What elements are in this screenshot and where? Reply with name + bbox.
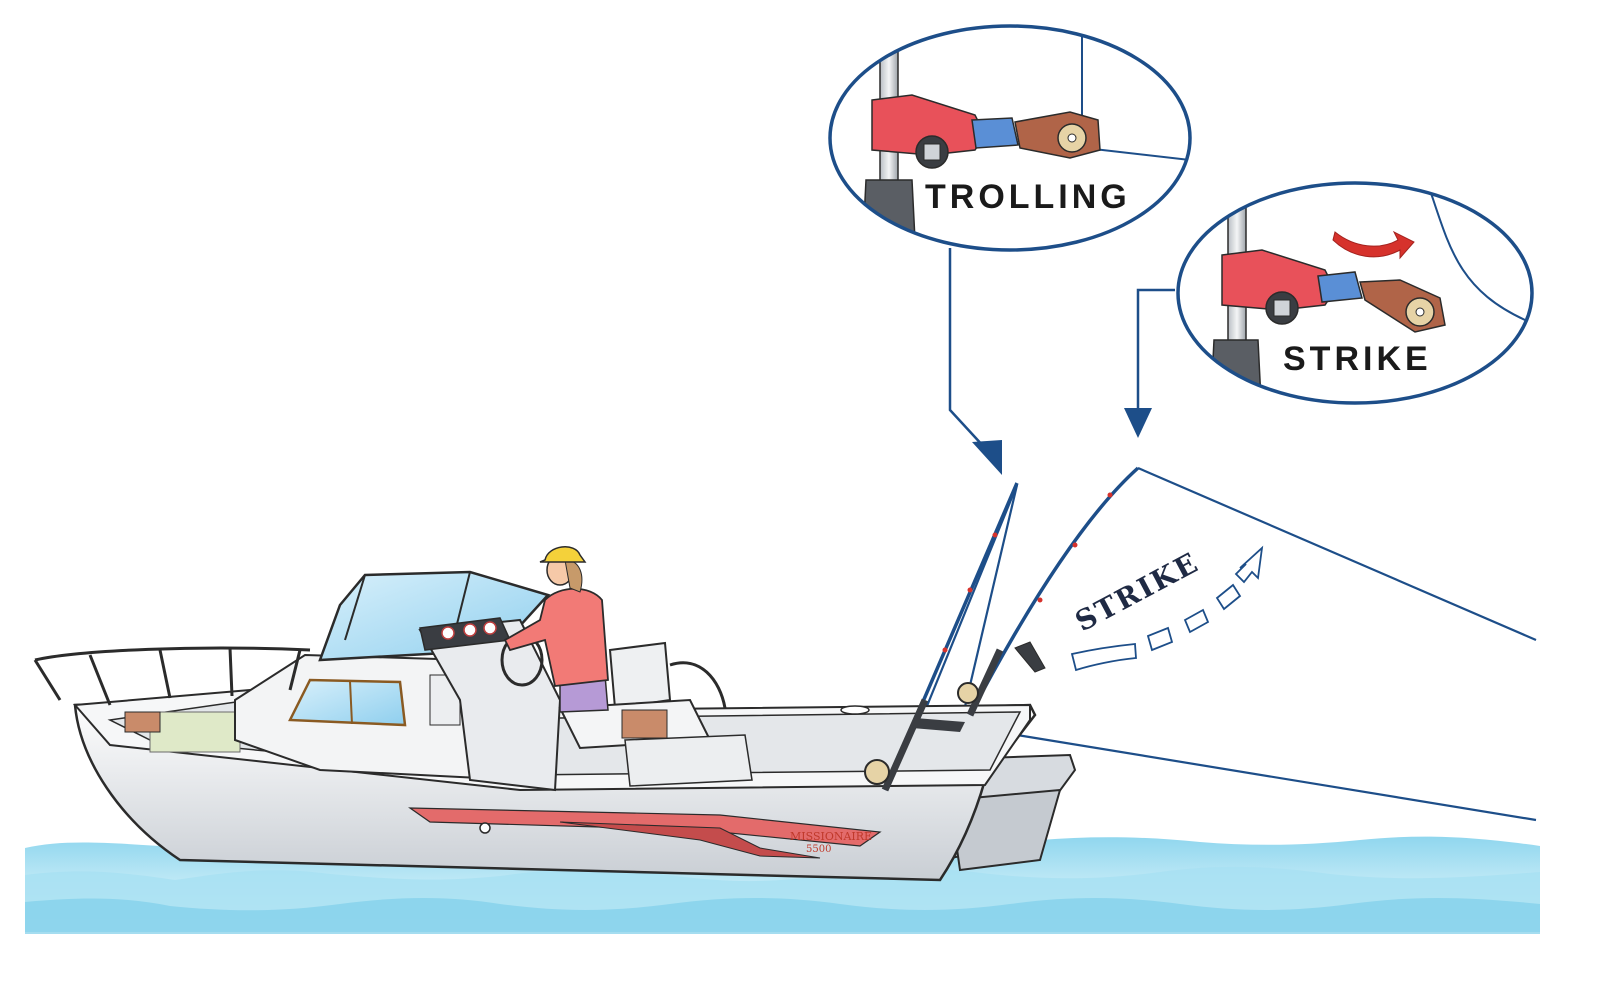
trolling-knob-cap xyxy=(923,143,941,161)
helm-seat-back xyxy=(608,641,672,710)
strike-line-detail xyxy=(1429,189,1526,321)
reel-trolling xyxy=(864,759,890,785)
deck-hatch xyxy=(149,711,241,753)
rod-guide-5 xyxy=(1072,542,1078,548)
stern-rail xyxy=(669,661,727,709)
gauge-1 xyxy=(441,626,455,640)
rod-guide-3 xyxy=(942,647,948,653)
callout-strike: STRIKE xyxy=(1176,181,1534,405)
gauge-3 xyxy=(483,621,497,635)
callout-trolling-label: TROLLING xyxy=(925,178,1131,216)
cabin-window xyxy=(288,678,407,727)
motion-seg-1 xyxy=(1070,643,1137,672)
hull-fitting xyxy=(479,822,491,834)
storage-vent xyxy=(124,711,161,733)
strike-release-hub xyxy=(1415,307,1425,317)
strike-motion-label: STRIKE xyxy=(1070,546,1205,639)
strike-motion-indicator: STRIKE xyxy=(1070,545,1264,672)
strike-direction-arrow xyxy=(1332,230,1415,260)
strike-line-upper xyxy=(1137,466,1537,642)
callout-connectors xyxy=(948,248,1175,475)
windshield-frame-1 xyxy=(344,574,366,641)
rod-guide-4 xyxy=(1107,492,1113,498)
angler xyxy=(503,546,609,713)
reel-strike xyxy=(957,682,979,704)
console xyxy=(418,618,562,792)
hull-model-text: MISSIONAIRE xyxy=(790,830,872,843)
angler-hair xyxy=(564,559,583,593)
angler-cap xyxy=(539,546,587,563)
rod-strike xyxy=(957,466,1140,717)
hull-stripe-2 xyxy=(559,821,821,859)
trolling-release-hub xyxy=(1067,133,1077,143)
cabin-window-divider xyxy=(349,680,353,725)
callout-trolling-border xyxy=(828,24,1192,252)
strike-clip xyxy=(1317,271,1363,303)
rod-holders xyxy=(912,641,1046,732)
strike-knob-cap xyxy=(1273,299,1291,317)
rod-trolling-butt xyxy=(881,698,929,792)
motion-arrow-head xyxy=(1234,545,1264,584)
gauge-2 xyxy=(463,623,477,637)
rod-holder-gunwale xyxy=(912,718,965,732)
callout-strike-label: STRIKE xyxy=(1283,340,1432,378)
cooler-box xyxy=(624,734,753,787)
angler-shirt xyxy=(503,587,609,687)
trolling-clip xyxy=(971,117,1019,149)
seat-vent xyxy=(621,709,668,739)
trolling-connector-arrow xyxy=(972,440,1002,475)
trolling-line xyxy=(1016,733,1537,822)
motion-seg-3 xyxy=(1183,608,1210,634)
strike-connector-arrow xyxy=(1124,408,1152,438)
callout-strike-border xyxy=(1176,181,1534,405)
trolling-line-detail-2 xyxy=(1084,147,1190,161)
rod-guide-2 xyxy=(967,587,973,593)
motion-seg-4 xyxy=(1215,583,1242,611)
hull-model-number: 5500 xyxy=(806,844,831,855)
callout-trolling: TROLLING xyxy=(828,24,1192,252)
motion-seg-2 xyxy=(1146,626,1174,652)
strike-connector xyxy=(1136,288,1175,410)
bow-rail xyxy=(33,646,311,706)
rod-guide-1 xyxy=(992,532,998,538)
trolling-connector xyxy=(948,248,986,449)
rod-holder-strike xyxy=(1014,641,1046,673)
boat: MISSIONAIRE 5500 xyxy=(33,570,1077,882)
strike-pole-base xyxy=(1209,339,1263,403)
cleat xyxy=(840,705,870,715)
water-front-wave xyxy=(25,898,1540,934)
rod-strike-butt xyxy=(966,648,1004,717)
rod-trolling xyxy=(864,482,1019,792)
rod-guide-6 xyxy=(1037,597,1043,603)
